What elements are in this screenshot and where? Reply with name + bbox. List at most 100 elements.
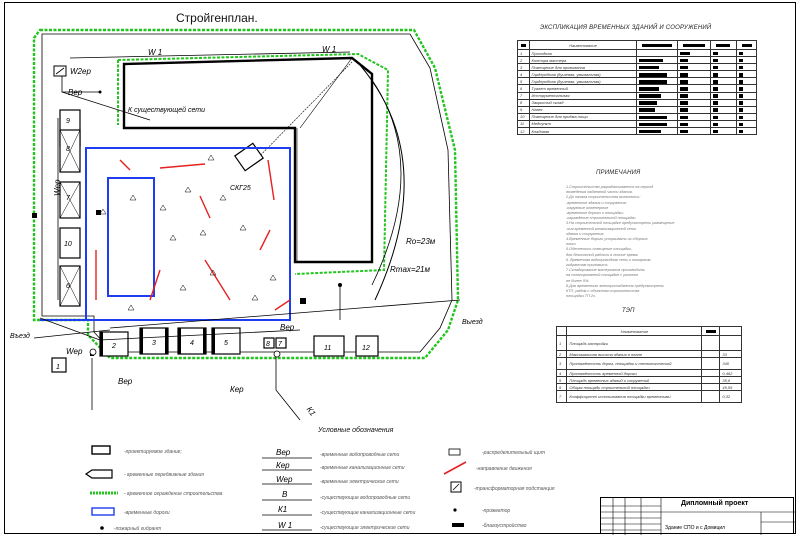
label-ro: Ro=23м [406,237,436,246]
temp-buildings-bottom [51,327,379,373]
label-vep-mid: Вер [280,323,295,332]
note-line: на спланированной площадке с уклоном [566,273,638,278]
svg-text:-проектируемое здание;: -проектируемое здание; [124,449,182,455]
svg-text:3: 3 [152,340,156,347]
legend-heading: Условные обозначения [317,426,394,434]
stamp-line2: Здание СПО и с Домицил [665,525,726,531]
notes-title: ПРИМЕЧАНИЯ [596,170,641,176]
svg-text:10: 10 [64,241,72,248]
fence-outer [32,28,460,360]
temp-buildings-hatch [100,328,215,356]
note-line: здания и сооружения. [566,231,605,236]
svg-text:-временные электрические сети: -временные электрические сети [320,479,399,485]
tower-crane [233,142,265,172]
svg-text:-существующие электрические се: -существующие электрические сети [320,525,410,531]
legend-symbols [84,445,467,531]
legend-floodlight-icon [453,508,457,512]
svg-text:8: 8 [66,146,70,153]
label-k1: К1 [305,405,318,418]
plan-title: Стройгенплан. [176,11,258,25]
svg-text:7: 7 [66,195,71,202]
label-w1-right: W 1 [322,45,336,54]
svg-text:11: 11 [324,345,331,352]
legend-hydrant-icon [100,526,104,530]
svg-text:- временное ограждение строите: - временное ограждение строительства [124,491,223,497]
svg-text:-временные канализационные сет: -временные канализационные сети [320,465,405,471]
svg-text:-трансформаторная подстанция: -трансформаторная подстанция [474,486,555,492]
svg-text:-пожарный гидрант: -пожарный гидрант [114,525,161,532]
svg-text:-направление движения: -направление движения [476,466,532,472]
stamp-project: Дипломный проект [681,500,749,507]
svg-text:7: 7 [278,341,283,348]
note-line: -ния временной канализационной сети [566,226,637,231]
tep-title: ТЭП [622,308,635,314]
label-vep-top: Вер [68,88,83,97]
svg-text:9: 9 [66,118,70,125]
note-line: 6. Временная водопроводная сеть к пожарн… [566,257,651,262]
note-line: 3.На строительной площадке предусмотреть… [566,221,675,226]
svg-text:12: 12 [362,345,370,352]
note-line: КТП, рядом с объектом строительства [566,289,640,294]
legend-mobile-building-icon [84,469,113,479]
label-wep-left: Wер [53,179,62,196]
notes-list: 1.Строительство разрабатывается на перио… [566,185,690,299]
label-w1-left: W 1 [148,48,162,57]
w1-line [69,51,351,59]
svg-text:Вер: Вер [276,448,291,457]
label-k-existing: К существующей сети [128,106,205,114]
label-exit: Выезд [462,318,483,326]
svg-text:- временные передвижные здания: - временные передвижные здания [124,472,204,478]
note-line: 8.Для временного электроснабжения предус… [566,283,664,288]
note-line: не более 5%. [566,278,590,283]
svg-text:В: В [282,490,288,499]
note-line: для безопасной работы в ночное время. [566,252,639,257]
crane-radius-rmax [371,79,402,286]
note-line: 5.Обеспечить освещение площадки, [566,247,633,252]
legend-building-icon [91,445,111,455]
material-marks [99,154,277,311]
label-rmax: Rmax=21м [390,265,430,274]
svg-text:-прожектор: -прожектор [482,508,510,514]
legend-codes: Вер Кер Wер В К1 W 1 [276,448,293,530]
building-numbers: 9 8 7 10 6 2 3 4 5 11 12 1 8 7 [56,118,370,371]
note-line: 2.До начала строительства выполнить: [566,195,641,200]
svg-text:6: 6 [66,283,70,290]
svg-text:-существующие канализационные: -существующие канализационные сети [320,510,416,516]
note-line: 1.Строительство разрабатывается на перио… [566,185,654,189]
note-line: -ограждение строительной площадки. [566,216,637,221]
label-w2ep: W2ep [70,67,91,76]
svg-text:Wер: Wер [276,475,293,484]
svg-text:5: 5 [224,340,228,347]
label-crane: СКГ25 [230,185,251,192]
svg-text:-временные дороги: -временные дороги [124,510,170,516]
building-edge [299,57,353,129]
legend-panel-icon [448,448,461,456]
svg-text:Кер: Кер [276,461,290,470]
svg-text:-благоустройство: -благоустройство [482,522,527,529]
label-vep-low: Вер [118,377,133,386]
note-line: 7.Складирование материалов производить [566,268,645,273]
temp-buildings-left [59,109,81,307]
note-line: площадки ТП 2х. [566,294,596,299]
svg-text:4: 4 [190,340,194,347]
svg-text:2: 2 [111,343,116,350]
crane-boom [247,61,353,169]
title-block: Дипломный проект Здание СПО и с Домицил [600,497,795,535]
temp-road-outer [85,147,291,321]
